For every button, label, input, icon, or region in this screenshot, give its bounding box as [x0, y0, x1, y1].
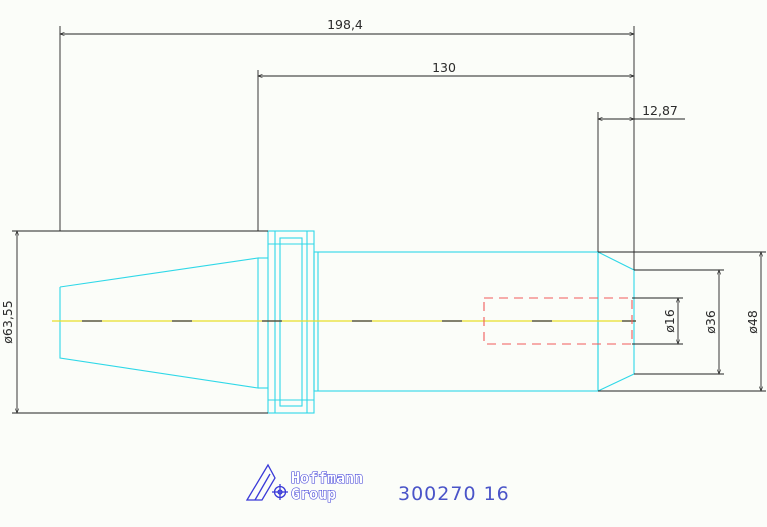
dimension-lines — [12, 26, 766, 414]
tool-holder-outline — [59, 230, 635, 414]
hidden-bore — [483, 297, 633, 345]
dim-overall-length: 198,4 — [327, 17, 363, 32]
logo-line1: Hoffmann — [291, 469, 363, 487]
hoffmann-logo-icon — [245, 463, 288, 501]
dim-tip-length: 12,87 — [642, 103, 678, 118]
taper-cone — [59, 257, 259, 389]
dim-bore-diameter: ø16 — [662, 309, 677, 333]
hoffmann-group-logo: Hoffmann Group — [245, 463, 364, 504]
article-number: 300270 16 — [398, 483, 510, 505]
dim-tip-diameter: ø36 — [703, 310, 718, 334]
logo-line2: Group — [291, 485, 336, 503]
v-groove — [279, 237, 303, 407]
dim-body-diameter: ø48 — [745, 310, 760, 334]
dim-flange-diameter: ø63,55 — [0, 300, 15, 343]
dim-shank-length: 130 — [432, 60, 456, 75]
tip — [597, 251, 635, 392]
